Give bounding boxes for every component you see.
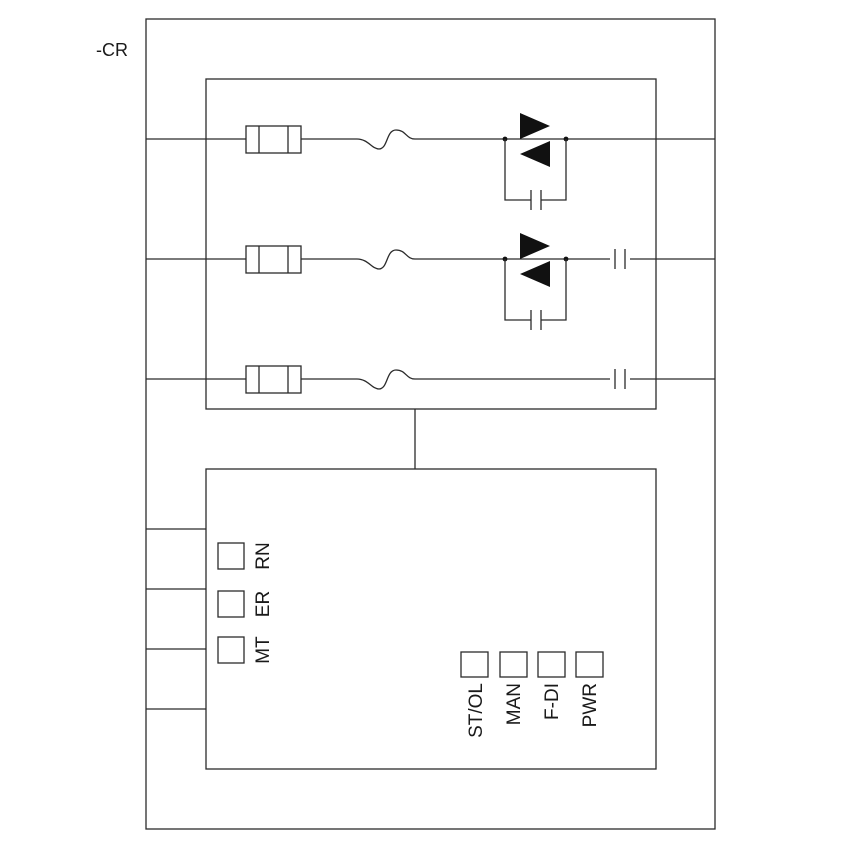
status-led-label: RN	[253, 542, 274, 569]
phase-line-3	[146, 365, 715, 394]
thyristor-icon	[520, 233, 550, 287]
overload-relay-icon	[356, 249, 416, 270]
bypass-contact-icon	[504, 139, 567, 210]
status-led-man: MAN	[499, 651, 528, 725]
fuse-icon	[245, 365, 302, 394]
main-contact-icon	[610, 369, 630, 389]
device-designation: -CR	[96, 40, 128, 60]
status-led-label: ER	[253, 591, 274, 617]
control-unit-box	[205, 468, 657, 770]
status-led-label: MAN	[504, 683, 525, 725]
overload-relay-icon	[356, 129, 416, 150]
status-led-mt: MT	[217, 636, 274, 664]
status-led-label: MT	[253, 636, 274, 664]
status-led-er: ER	[217, 590, 274, 618]
thyristor-icon	[520, 113, 550, 167]
status-led-st-ol: ST/OL	[460, 651, 489, 738]
control-terminal-lines	[146, 528, 206, 710]
fuse-icon	[245, 125, 302, 154]
bypass-contact-icon	[504, 259, 567, 330]
status-led-label: PWR	[580, 683, 601, 727]
status-led-pwr: PWR	[575, 651, 604, 727]
status-led-label: F-DI	[542, 683, 563, 720]
phase-line-1	[146, 113, 715, 210]
phase-line-2	[146, 233, 715, 330]
overload-relay-icon	[356, 369, 416, 390]
main-contact-icon	[610, 249, 630, 269]
status-led-f-di: F-DI	[537, 651, 566, 720]
status-led-label: ST/OL	[466, 683, 487, 738]
fuse-icon	[245, 245, 302, 274]
status-led-rn: RN	[217, 542, 274, 570]
